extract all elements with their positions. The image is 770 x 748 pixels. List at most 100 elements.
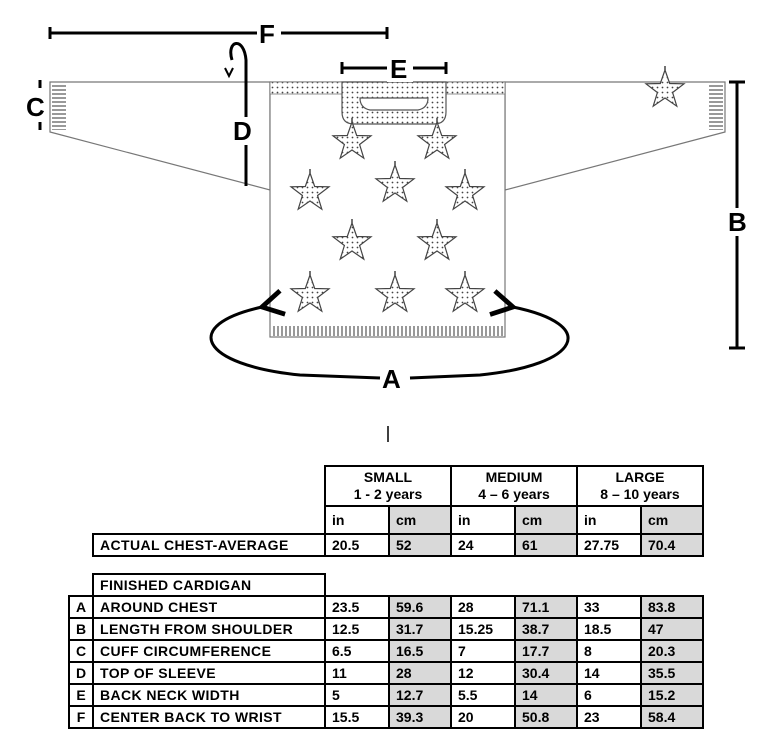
actual-chest-row: ACTUAL CHEST-AVERAGE 20.5 52 24 61 27.75… [69, 533, 704, 557]
neck-opening [359, 97, 429, 111]
dimension-d-label: D [233, 116, 252, 146]
value-cell: 47 [640, 617, 704, 641]
value-cell: 14 [514, 683, 578, 707]
unit-in: in [576, 505, 642, 535]
row-letter: C [68, 639, 94, 663]
value-cell: 39.3 [388, 705, 452, 729]
value-cell: 33 [576, 595, 642, 619]
star-motif [289, 273, 331, 313]
value-cell: 38.7 [514, 617, 578, 641]
value-cell: 15.2 [640, 683, 704, 707]
value-cell: 35.5 [640, 661, 704, 685]
value-cell: 27.75 [576, 533, 642, 557]
left-cuff-ribbing [52, 84, 66, 130]
dimension-e-label: E [390, 54, 407, 84]
star-motif [444, 171, 486, 211]
right-sleeve [504, 81, 726, 191]
star-motif [331, 221, 373, 261]
value-cell: 7 [450, 639, 516, 663]
dimension-b-label: B [728, 207, 747, 237]
unit-in: in [324, 505, 390, 535]
value-cell: 23.5 [324, 595, 390, 619]
unit-cm: cm [388, 505, 452, 535]
unit-header-row: in cm in cm in cm [69, 505, 704, 535]
star-motif [416, 221, 458, 261]
value-cell: 30.4 [514, 661, 578, 685]
value-cell: 20 [450, 705, 516, 729]
value-cell: 6 [576, 683, 642, 707]
value-cell: 12 [450, 661, 516, 685]
value-cell: 28 [388, 661, 452, 685]
star-motif [644, 68, 686, 108]
star-motif [374, 163, 416, 203]
row-label: TOP OF SLEEVE [92, 661, 326, 685]
dimension-a-label: A [382, 364, 401, 394]
value-cell: 83.8 [640, 595, 704, 619]
star-motifs [289, 66, 686, 313]
value-cell: 8 [576, 639, 642, 663]
value-cell: 61 [514, 533, 578, 557]
value-cell: 11 [324, 661, 390, 685]
value-cell: 18.5 [576, 617, 642, 641]
value-cell: 15.5 [324, 705, 390, 729]
star-motif [444, 273, 486, 313]
star-motif [331, 120, 373, 160]
row-label: LENGTH FROM SHOULDER [92, 617, 326, 641]
value-cell: 24 [450, 533, 516, 557]
value-cell: 71.1 [514, 595, 578, 619]
value-cell: 17.7 [514, 639, 578, 663]
value-cell: 16.5 [388, 639, 452, 663]
cardigan-schematic: A B C D E F [26, 19, 748, 442]
value-cell: 5 [324, 683, 390, 707]
value-cell: 31.7 [388, 617, 452, 641]
value-cell: 14 [576, 661, 642, 685]
unit-cm: cm [514, 505, 578, 535]
value-cell: 58.4 [640, 705, 704, 729]
value-cell: 12.7 [388, 683, 452, 707]
value-cell: 52 [388, 533, 452, 557]
value-cell: 20.5 [324, 533, 390, 557]
value-cell: 20.3 [640, 639, 704, 663]
value-cell: 6.5 [324, 639, 390, 663]
value-cell: 28 [450, 595, 516, 619]
value-cell: 59.6 [388, 595, 452, 619]
value-cell: 12.5 [324, 617, 390, 641]
row-label: CUFF CIRCUMFERENCE [92, 639, 326, 663]
value-cell: 23 [576, 705, 642, 729]
value-cell: 50.8 [514, 705, 578, 729]
actual-chest-label: ACTUAL CHEST-AVERAGE [92, 533, 326, 557]
hem-ribbing [272, 326, 503, 336]
section-title: FINISHED CARDIGAN [92, 573, 326, 597]
right-cuff-ribbing [709, 84, 723, 130]
value-cell: 70.4 [640, 533, 704, 557]
row-letter: A [68, 595, 94, 619]
section-title-row: FINISHED CARDIGAN [69, 573, 703, 597]
value-cell: 5.5 [450, 683, 516, 707]
dimension-a-arrow-right [409, 289, 570, 380]
star-motif [416, 120, 458, 160]
row-letter: E [68, 683, 94, 707]
unit-in: in [450, 505, 516, 535]
dimension-c-label: C [26, 92, 45, 122]
star-motif [289, 171, 331, 211]
value-cell: 15.25 [450, 617, 516, 641]
row-letter: F [68, 705, 94, 729]
dimension-a-arrow [209, 288, 381, 380]
dimension-d-curve [229, 42, 248, 186]
row-label: BACK NECK WIDTH [92, 683, 326, 707]
row-letter: D [68, 661, 94, 685]
dimension-f-label: F [259, 19, 275, 49]
row-label: AROUND CHEST [92, 595, 326, 619]
unit-cm: cm [640, 505, 704, 535]
star-motif [374, 273, 416, 313]
